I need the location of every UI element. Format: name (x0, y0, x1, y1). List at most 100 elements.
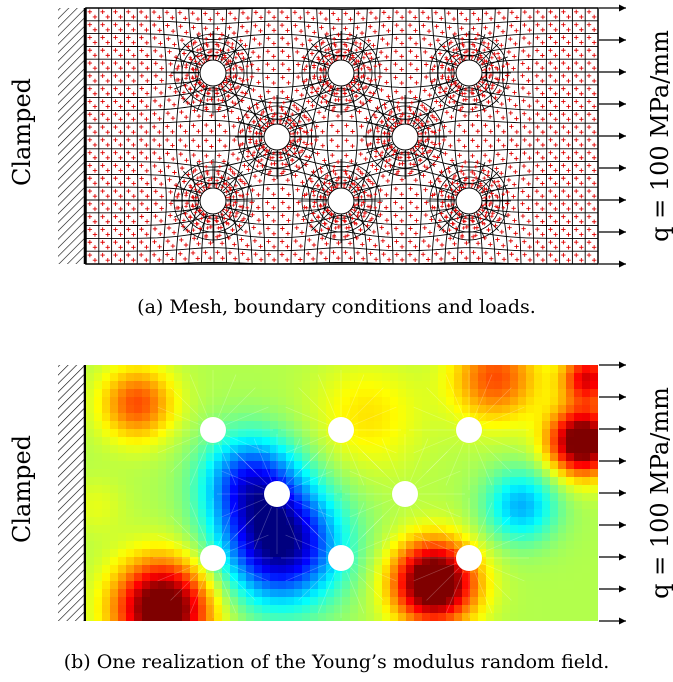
field-cell (270, 509, 279, 518)
gauss-point (407, 155, 411, 160)
field-cell (86, 517, 95, 526)
field-cell (190, 517, 199, 526)
field-cell (126, 461, 135, 470)
field-cell (510, 477, 519, 486)
gauss-point (198, 46, 203, 52)
gauss-point (460, 233, 464, 238)
gauss-point (179, 37, 185, 43)
gauss-point (239, 67, 245, 72)
field-cell (270, 589, 279, 598)
field-cell (326, 613, 335, 621)
gauss-point (100, 124, 105, 130)
field-cell (486, 461, 495, 470)
field-cell (294, 421, 303, 430)
field-cell (118, 605, 127, 614)
field-cell (222, 501, 231, 510)
field-cell (110, 469, 119, 478)
field-cell (190, 525, 199, 534)
field-cell (326, 605, 335, 614)
field-cell (326, 461, 335, 470)
mesh-spoke (414, 146, 435, 167)
field-cell (270, 397, 279, 406)
field-cell (230, 453, 239, 462)
field-cell (550, 405, 559, 414)
field-cell (470, 493, 479, 502)
gauss-point (437, 128, 442, 132)
gauss-point (118, 257, 123, 263)
gauss-point (470, 107, 475, 112)
field-cell (582, 533, 591, 542)
field-cell (366, 517, 375, 526)
gauss-point (553, 232, 558, 237)
gauss-point (171, 102, 177, 107)
gauss-point (475, 241, 481, 246)
field-cell (174, 389, 183, 398)
field-cell (318, 381, 327, 390)
gauss-point (204, 164, 208, 169)
field-cell (398, 557, 407, 566)
field-cell (550, 429, 559, 438)
field-cell (366, 421, 375, 430)
field-cell (270, 405, 279, 414)
gauss-point (514, 116, 519, 121)
field-cell (558, 445, 567, 454)
gauss-point (308, 223, 314, 229)
field-cell (294, 597, 303, 606)
field-cell (438, 437, 447, 446)
field-cell (174, 581, 183, 590)
field-cell (214, 493, 223, 502)
gauss-point (591, 181, 597, 186)
field-cell (150, 437, 159, 446)
field-mesh-spoke (381, 506, 400, 550)
field-cell (134, 429, 143, 438)
field-cell (102, 581, 111, 590)
gauss-point (197, 159, 202, 164)
gauss-point (333, 226, 338, 230)
field-cell (550, 557, 559, 566)
field-cell (486, 453, 495, 462)
field-mesh-spoke (350, 515, 384, 549)
gauss-point (406, 151, 411, 155)
gauss-point (118, 206, 123, 212)
gauss-point (269, 108, 274, 112)
field-cell (230, 597, 239, 606)
field-cell (254, 509, 263, 518)
field-cell (158, 533, 167, 542)
gauss-point (393, 226, 399, 231)
gauss-point (249, 62, 255, 67)
field-cell (526, 533, 535, 542)
mesh-spoke (353, 56, 380, 69)
gauss-point (157, 142, 162, 148)
field-cell (430, 421, 439, 430)
gauss-point (126, 176, 131, 181)
gauss-point (347, 32, 353, 37)
field-cell (510, 453, 519, 462)
gauss-point (440, 193, 444, 198)
field-cell (422, 557, 431, 566)
field-cell (206, 493, 215, 502)
field-cell (398, 381, 407, 390)
gauss-point (355, 74, 359, 79)
field-cell (574, 453, 583, 462)
field-cell (486, 405, 495, 414)
field-cell (206, 485, 215, 494)
field-cell (198, 573, 207, 582)
field-cell (438, 453, 447, 462)
gauss-point (488, 200, 494, 206)
hole (263, 123, 291, 151)
gauss-point (591, 219, 597, 224)
field-mesh-spoke (445, 442, 464, 486)
field-cell (470, 413, 479, 422)
field-cell (414, 381, 423, 390)
field-cell (542, 477, 551, 486)
field-cell (542, 597, 551, 606)
field-cell (142, 373, 151, 382)
gauss-point (190, 10, 195, 16)
field-cell (470, 533, 479, 542)
field-cell (366, 477, 375, 486)
gauss-point (579, 155, 584, 160)
field-cell (574, 549, 583, 558)
field-cell (502, 461, 511, 470)
gauss-point (208, 32, 213, 37)
gauss-point (561, 176, 566, 181)
